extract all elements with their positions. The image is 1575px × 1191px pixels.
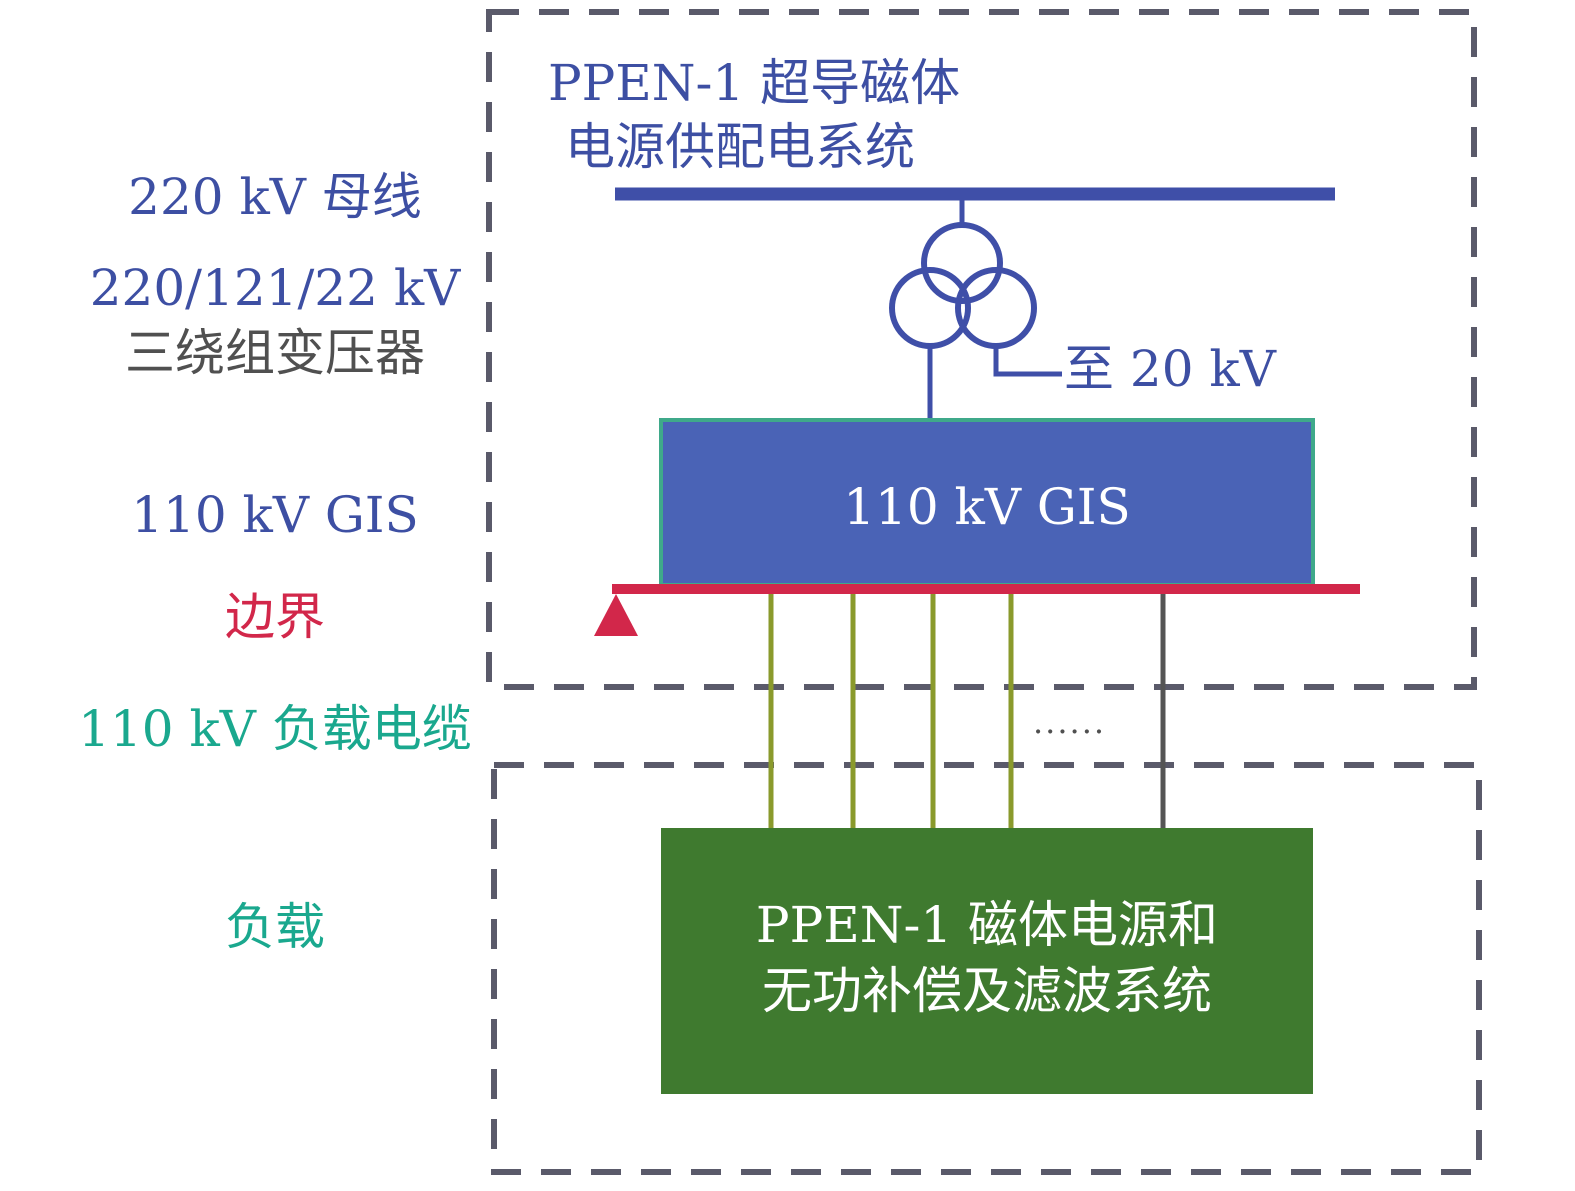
- label-gis-side: 110 kV GIS: [131, 486, 419, 544]
- gis-box: [659, 418, 1315, 587]
- label-transformer-rating: 220/121/22 kV: [89, 259, 461, 317]
- label-to-20kv: 至 20 kV: [1064, 340, 1276, 398]
- load-system-box: [661, 828, 1313, 1094]
- load-system-label-line1: PPEN-1 磁体电源和: [755, 896, 1219, 954]
- label-transformer-type: 三绕组变压器: [125, 324, 425, 382]
- to-20kv-wire: [993, 346, 1062, 377]
- load-system-label-line2: 无功补偿及滤波系统: [762, 962, 1212, 1020]
- label-bus-220kv: 220 kV 母线: [128, 168, 422, 226]
- supply-system-region: [486, 9, 1477, 690]
- label-boundary: 边界: [225, 588, 325, 646]
- boundary-marker-icon: [594, 594, 638, 636]
- supply-system-title-line2: 电源供配电系统: [565, 118, 915, 176]
- three-winding-transformer-icon: [889, 222, 1037, 349]
- label-load: 负载: [225, 898, 325, 956]
- label-load-cable: 110 kV 负载电缆: [78, 700, 472, 758]
- load-cables: [768, 590, 1166, 830]
- more-cables-ellipsis: ......: [1033, 703, 1107, 741]
- supply-system-title-line1: PPEN-1 超导磁体: [548, 54, 961, 112]
- gis-box-label: 110 kV GIS: [843, 478, 1131, 536]
